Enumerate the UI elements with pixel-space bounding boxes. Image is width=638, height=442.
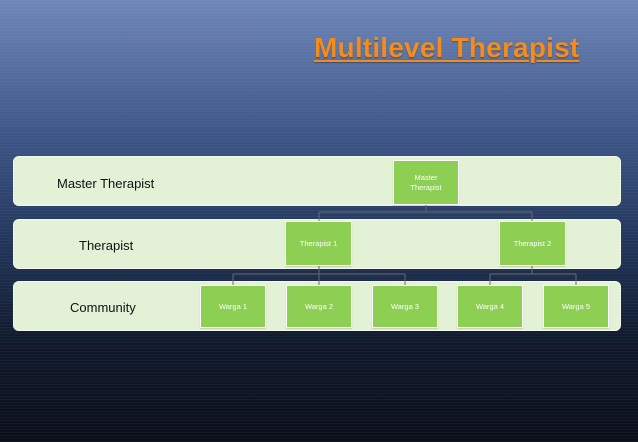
node-therapist-1: Therapist 1: [285, 221, 352, 266]
node-master-therapist: Master Therapist: [393, 160, 459, 205]
node-warga-2: Warga 2: [286, 285, 352, 328]
node-warga-4: Warga 4: [457, 285, 523, 328]
level-label-community: Community: [70, 300, 136, 315]
node-warga-3: Warga 3: [372, 285, 438, 328]
node-warga-5: Warga 5: [543, 285, 609, 328]
level-label-master-therapist: Master Therapist: [57, 176, 155, 191]
level-label-therapist: Therapist: [79, 238, 134, 253]
level-band-master-therapist: [13, 156, 621, 206]
slide-title: Multilevel Therapist: [314, 32, 580, 63]
node-therapist-2: Therapist 2: [499, 221, 566, 266]
node-warga-1: Warga 1: [200, 285, 266, 328]
